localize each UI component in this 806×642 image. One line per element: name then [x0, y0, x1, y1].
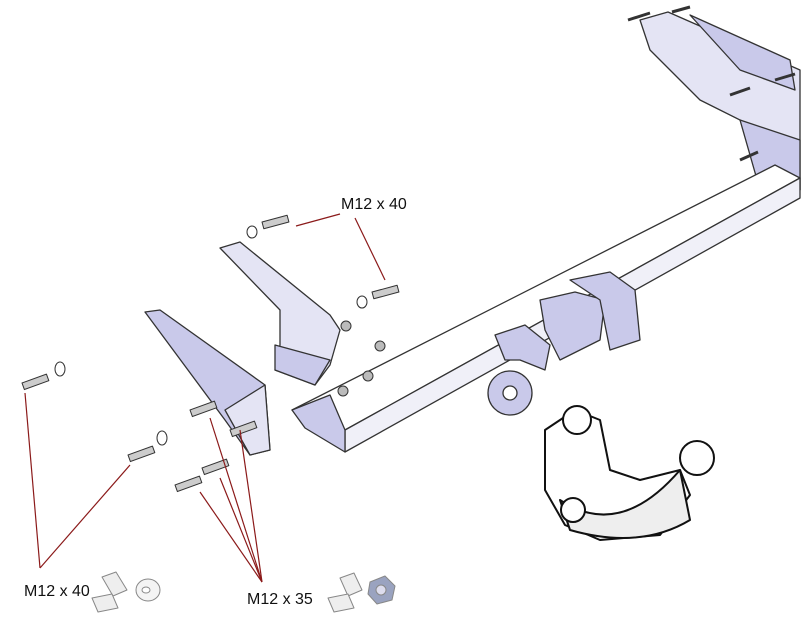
bolt-m12x40-icon	[91, 571, 161, 613]
leader-lines	[24, 213, 386, 583]
bolt-m12x35-icon	[327, 572, 396, 613]
loose-bolts	[21, 214, 400, 493]
left-bolt-label: M12 x 40	[24, 583, 90, 600]
left-side-bracket-upper	[219, 241, 341, 386]
center-brackets	[487, 271, 641, 416]
left-side-bracket-lower	[144, 309, 271, 456]
detachable-tow-ball	[544, 405, 715, 541]
top-bolt-label: M12 x 40	[341, 196, 407, 213]
bottom-bolt-label: M12 x 35	[247, 591, 313, 608]
